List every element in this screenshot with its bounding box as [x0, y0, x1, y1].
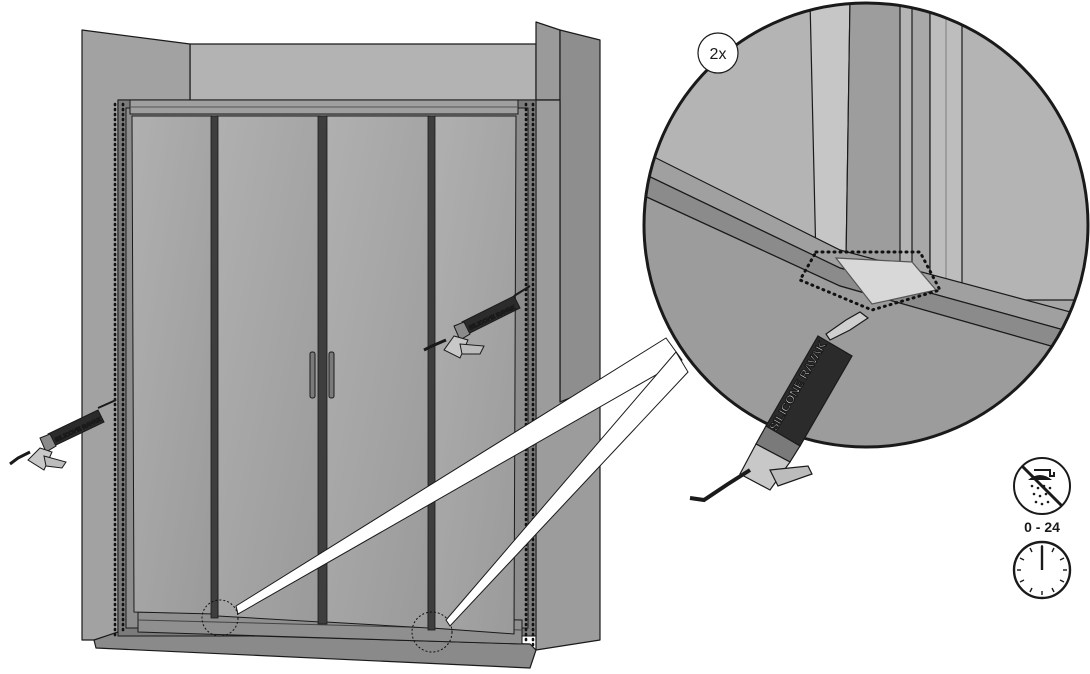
back-wall — [189, 43, 537, 101]
handle-left — [309, 351, 316, 399]
repeat-label: 2x — [710, 46, 727, 63]
profile-2 — [317, 115, 328, 625]
clock-icon — [1012, 540, 1072, 600]
right-wall-face — [559, 29, 601, 403]
profile-1 — [210, 115, 219, 619]
glass-panel-2 — [215, 115, 321, 623]
detail-zoom — [642, 1, 1090, 449]
detail-markers — [201, 599, 453, 653]
door-handles — [309, 351, 335, 399]
detail-marker-left — [201, 599, 239, 637]
right-wall-edge — [535, 21, 561, 101]
panel-profiles — [210, 115, 436, 631]
cure-time-label: 0 - 24 — [1024, 519, 1060, 535]
callout-lines — [235, 337, 689, 627]
glass-panels — [131, 115, 517, 635]
handle-right — [328, 351, 335, 399]
repeat-badge: 2x — [697, 32, 739, 74]
zoom-border — [642, 1, 1090, 449]
callout-right — [445, 351, 689, 627]
detail-marker-right — [411, 611, 453, 653]
no-shower-icon — [1013, 457, 1071, 515]
glass-panel-1 — [131, 115, 215, 615]
callout-left — [235, 337, 683, 615]
silicone-seams — [113, 102, 535, 648]
profile-3 — [427, 115, 436, 631]
